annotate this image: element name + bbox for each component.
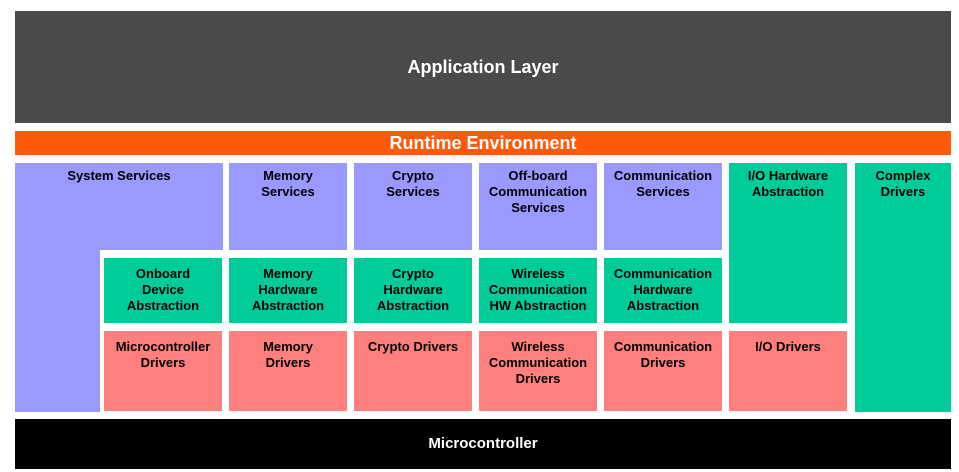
system-services-block — [15, 163, 223, 412]
io-hardware-abstraction-label: I/O Hardware Abstraction — [747, 168, 829, 199]
offboard-communication-services: Off-board Communication Services — [479, 163, 597, 250]
wireless-communication-hw-abstraction-label: Wireless Communication HW Abstraction — [488, 266, 588, 313]
system-services: System Services — [15, 163, 223, 184]
onboard-device-abstraction-label: Onboard Device Abstraction — [126, 266, 200, 313]
complex-drivers: Complex Drivers — [855, 163, 951, 412]
memory-drivers: Memory Drivers — [229, 331, 347, 411]
communication-hardware-abstraction-label: Communication Hardware Abstraction — [613, 266, 713, 313]
io-drivers: I/O Drivers — [729, 331, 847, 411]
io-hardware-abstraction: I/O Hardware Abstraction — [729, 163, 847, 323]
onboard-device-abstraction: Onboard Device Abstraction — [104, 258, 222, 323]
memory-hardware-abstraction-label: Memory Hardware Abstraction — [251, 266, 325, 313]
crypto-services-label: Crypto Services — [386, 168, 440, 199]
system-services-label: System Services — [67, 168, 171, 183]
communication-hardware-abstraction: Communication Hardware Abstraction — [604, 258, 722, 323]
memory-hardware-abstraction: Memory Hardware Abstraction — [229, 258, 347, 323]
communication-services: Communication Services — [604, 163, 722, 250]
crypto-services: Crypto Services — [354, 163, 472, 250]
wireless-communication-hw-abstraction: Wireless Communication HW Abstraction — [479, 258, 597, 323]
microcontroller-drivers: Microcontroller Drivers — [104, 331, 222, 411]
memory-drivers-label: Memory Drivers — [263, 339, 313, 370]
crypto-hardware-abstraction: Crypto Hardware Abstraction — [354, 258, 472, 323]
system-services-shape — [15, 163, 223, 412]
microcontroller-layer: Microcontroller — [15, 419, 951, 469]
wireless-communication-drivers: Wireless Communication Drivers — [479, 331, 597, 411]
complex-drivers-label: Complex Drivers — [875, 168, 931, 199]
runtime-environment-label: Runtime Environment — [389, 133, 577, 153]
crypto-hardware-abstraction-label: Crypto Hardware Abstraction — [376, 266, 450, 313]
microcontroller-label: Microcontroller — [428, 435, 538, 452]
io-drivers-label: I/O Drivers — [755, 339, 821, 354]
crypto-drivers: Crypto Drivers — [354, 331, 472, 411]
offboard-communication-services-label: Off-board Communication Services — [488, 168, 588, 215]
crypto-drivers-label: Crypto Drivers — [367, 339, 459, 354]
application-layer: Application Layer — [15, 11, 951, 123]
microcontroller-drivers-label: Microcontroller Drivers — [115, 339, 211, 370]
wireless-communication-drivers-label: Wireless Communication Drivers — [488, 339, 588, 386]
communication-drivers-label: Communication Drivers — [613, 339, 713, 370]
memory-services-label: Memory Services — [261, 168, 315, 199]
memory-services: Memory Services — [229, 163, 347, 250]
communication-services-label: Communication Services — [613, 168, 713, 199]
communication-drivers: Communication Drivers — [604, 331, 722, 411]
runtime-environment: Runtime Environment — [15, 131, 951, 155]
application-layer-label: Application Layer — [407, 57, 559, 77]
